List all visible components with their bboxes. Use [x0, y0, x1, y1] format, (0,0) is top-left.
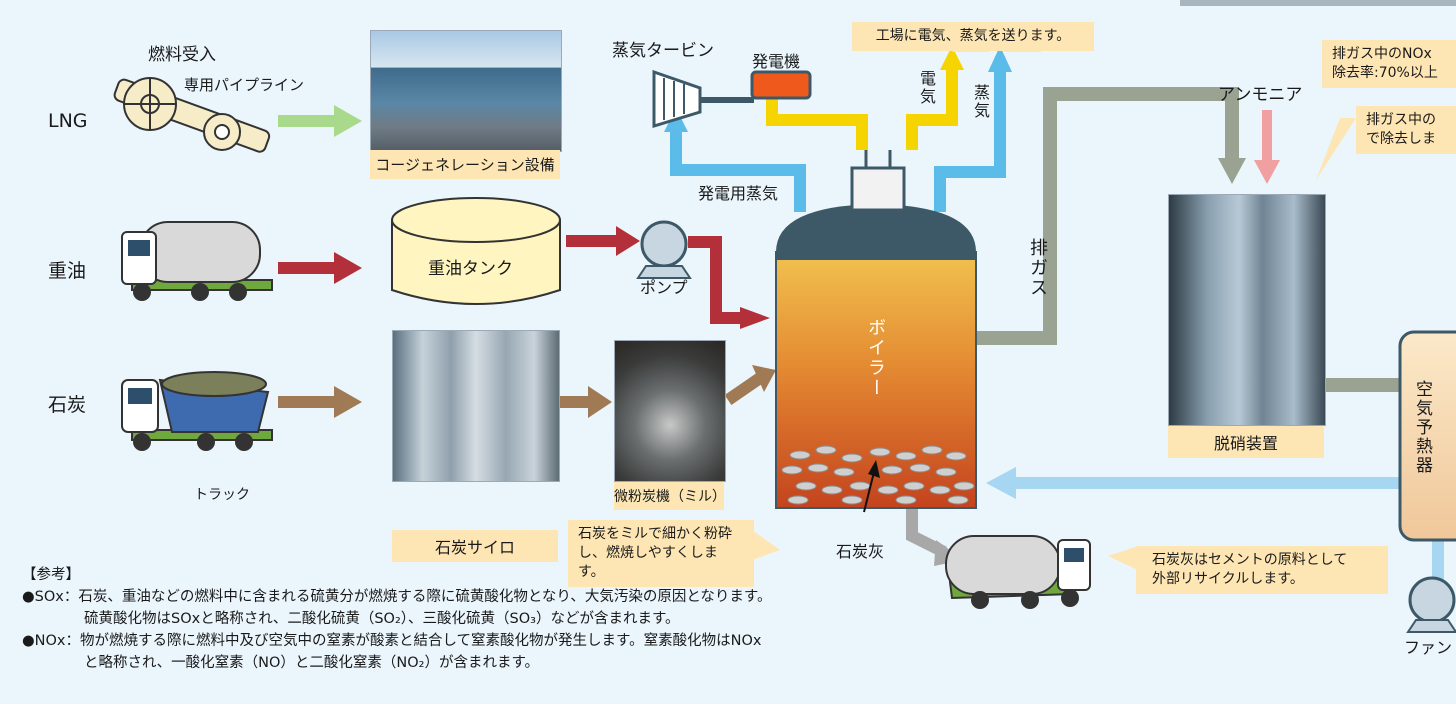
- boiler-label: ボイラー: [865, 318, 886, 398]
- exhaust-gas-pipe: [976, 87, 1239, 345]
- coal-truck-icon: [121, 371, 273, 451]
- ash-note-line2: 外部リサイクルします。: [1152, 571, 1304, 587]
- electricity-label: 電気: [917, 70, 936, 106]
- generator-icon: [750, 70, 812, 100]
- steam-label: 蒸気: [971, 84, 990, 120]
- oil-tank-to-pump-arrow: [566, 226, 640, 256]
- pipeline-icon: [113, 77, 271, 153]
- fuel-receiving-label: 燃料受入: [148, 45, 216, 65]
- notes-heading: 【参考】: [22, 567, 80, 583]
- nox-note-line2: と略称され、一酸化窒素（NO）と二酸化窒素（NO₂）が含まれます。: [84, 655, 540, 671]
- lng-label: LNG: [48, 110, 88, 132]
- ammonia-arrow: [1262, 110, 1272, 162]
- heavy-oil-label: 重油: [48, 260, 87, 282]
- air-preheater: [1398, 330, 1456, 542]
- ammonia-label: アンモニア: [1218, 85, 1303, 105]
- coal-silo-caption: 石炭サイロ: [392, 530, 558, 562]
- transformer-icon: [850, 150, 906, 212]
- mill-note-line2: し、燃焼しやすくします。: [578, 545, 718, 580]
- nox-removal-line1: 排ガス中の: [1366, 112, 1436, 128]
- cogeneration-caption: コージェネレーション設備: [370, 150, 560, 179]
- factory-steam-pipe: [934, 70, 1006, 212]
- nox-rate-callout: 排ガス中のNOx 除去率:70%以上: [1322, 40, 1456, 88]
- oil-arrow: [278, 252, 362, 284]
- ash-arrow: [906, 508, 947, 558]
- nox-rate-line2: 除去率:70%以上: [1332, 65, 1438, 81]
- denitration-photo: [1168, 194, 1326, 426]
- nox-rate-line1: 排ガス中のNOx: [1332, 46, 1432, 62]
- nox-removal-line2: で除去しま: [1366, 131, 1436, 147]
- coal-ash-label: 石炭灰: [836, 542, 885, 561]
- supply-callout: 工場に電気、蒸気を送ります。: [852, 22, 1094, 51]
- lng-arrow: [278, 105, 362, 137]
- oil-truck-icon: [121, 221, 273, 301]
- nox-removal-callout: 排ガス中の で除去しま: [1356, 106, 1456, 154]
- coal-silo-photo: [392, 330, 560, 482]
- generator-label: 発電機: [752, 52, 801, 71]
- nox-note-line1: ●NOx：物が燃焼する際に燃料中及び空気中の窒素が酸素と結合して窒素酸化物が発生…: [22, 633, 762, 649]
- cogeneration-photo: [370, 30, 562, 152]
- steam-turbine-label: 蒸気タービン: [612, 41, 714, 61]
- mill-caption: 微粉炭機（ミル）: [614, 482, 726, 510]
- power-steam-label: 発電用蒸気: [698, 184, 779, 203]
- ash-truck-icon: [945, 535, 1091, 609]
- pipeline-label: 専用パイプライン: [184, 76, 305, 94]
- fan-label: ファン: [1404, 638, 1453, 657]
- ash-note-callout: 石炭灰はセメントの原料として 外部リサイクルします。: [1136, 546, 1388, 594]
- denitration-caption: 脱硝装置: [1168, 426, 1324, 458]
- mill-note-callout: 石炭をミルで細かく粉砕 し、燃焼しやすくします。: [568, 520, 754, 587]
- fan-icon: [1406, 576, 1456, 633]
- sox-note-line2: 硫黄酸化物はSOxと略称され、二酸化硫黄（SO₂）、三酸化硫黄（SO₃）などが含…: [84, 611, 680, 627]
- coal-arrow: [278, 386, 362, 418]
- coal-label: 石炭: [48, 394, 87, 416]
- preheated-air-arrow: [1014, 477, 1404, 489]
- oil-tank-label: 重油タンク: [428, 259, 513, 279]
- mill-note-line1: 石炭をミルで細かく粉砕: [578, 526, 732, 542]
- pump-icon: [636, 220, 692, 279]
- mill-photo: [614, 340, 726, 482]
- ash-note-line1: 石炭灰はセメントの原料として: [1152, 552, 1348, 568]
- sox-note-line1: ●SOx：石炭、重油などの燃料中に含まれる硫黄分が燃焼する際に硫黄酸化物となり、…: [22, 589, 772, 605]
- silo-to-mill-arrow: [558, 386, 612, 418]
- air-preheater-label: 空気予熱器: [1412, 380, 1432, 475]
- boiler: [775, 204, 977, 513]
- power-steam-pipe: [670, 130, 806, 212]
- exhaust-gas-label: 排ガス: [1027, 238, 1048, 298]
- steam-turbine-icon: [652, 69, 754, 129]
- reference-notes: 【参考】 ●SOx：石炭、重油などの燃料中に含まれる硫黄分が燃焼する際に硫黄酸化…: [22, 564, 782, 674]
- electricity-line: [766, 68, 958, 150]
- truck-label: トラック: [194, 487, 250, 503]
- pump-to-boiler-pipe: [688, 236, 742, 324]
- pump-label: ポンプ: [640, 278, 688, 297]
- oil-tank-icon: [391, 197, 561, 305]
